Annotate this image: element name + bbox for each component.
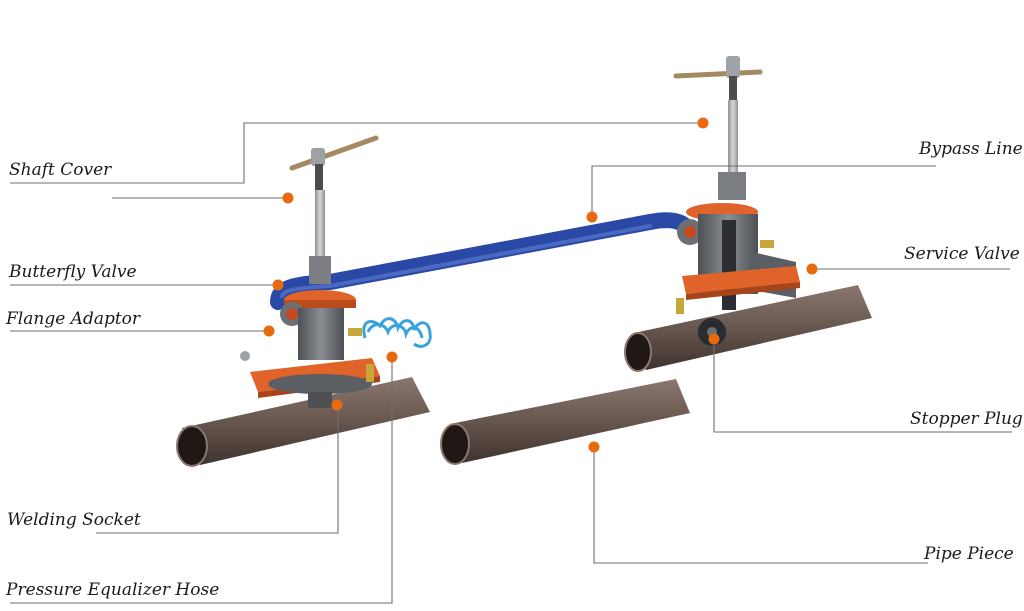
- callout-dot-butterfly-valve: [273, 280, 284, 291]
- callout-dot-bypass-top: [698, 118, 709, 129]
- callout-dot-pressure-hose: [387, 352, 398, 363]
- label-flange-adaptor: Flange Adaptor: [6, 309, 140, 329]
- label-stopper-plug: Stopper Plug: [910, 409, 1023, 429]
- callout-dot-flange-adaptor: [264, 326, 275, 337]
- pipe-right: [625, 285, 872, 371]
- callout-dot-shaft-cover: [283, 193, 294, 204]
- label-bypass-line: Bypass Line: [919, 139, 1023, 159]
- label-welding-socket: Welding Socket: [7, 510, 141, 530]
- leader-lines: [10, 123, 1012, 603]
- label-service-valve: Service Valve: [904, 244, 1020, 264]
- callout-dot-bypass-line: [587, 212, 598, 223]
- label-shaft-cover: Shaft Cover: [9, 160, 111, 180]
- callout-dot-service-valve: [807, 264, 818, 275]
- label-pipe-piece: Pipe Piece: [924, 544, 1014, 564]
- callout-dot-welding-socket: [332, 400, 343, 411]
- callout-dot-stopper-plug: [709, 334, 720, 345]
- bypass-hose: [278, 220, 690, 302]
- label-butterfly-valve: Butterfly Valve: [9, 262, 137, 282]
- pipe-middle: [441, 379, 690, 464]
- label-pressure-equalizer-hose: Pressure Equalizer Hose: [6, 580, 219, 600]
- callout-dot-pipe-piece: [589, 442, 600, 453]
